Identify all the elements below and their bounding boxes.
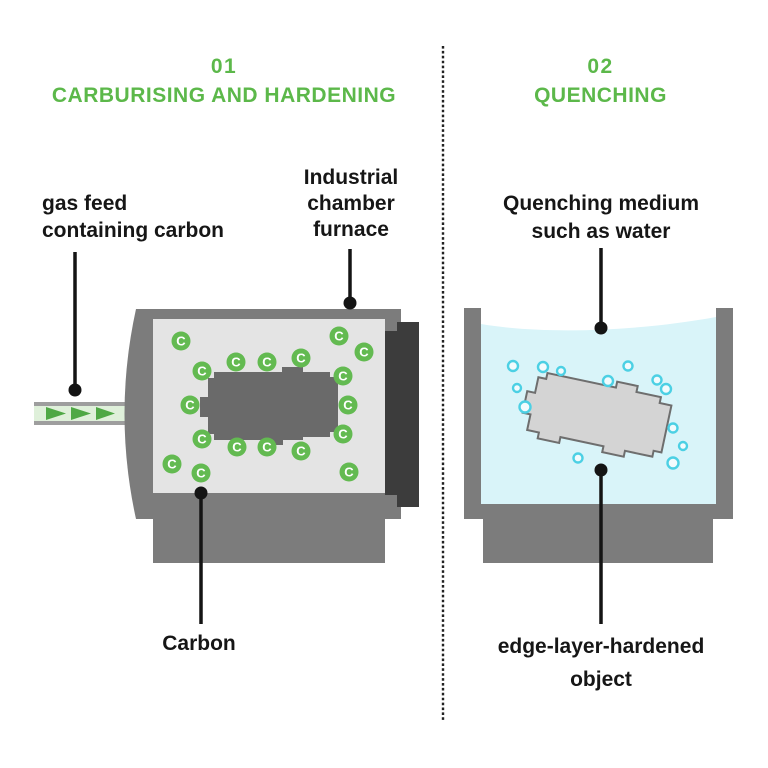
carbon-atom-icon xyxy=(191,463,211,483)
bubble-icon xyxy=(666,456,680,470)
flow-arrow-icon xyxy=(71,407,91,420)
bubble-icon xyxy=(572,452,584,464)
bubble-icon xyxy=(667,422,679,434)
carbon-atom-symbol: C xyxy=(334,329,344,344)
step-number-left: 01 xyxy=(210,55,238,78)
furnace-label: Industrial chamber furnace xyxy=(285,165,417,243)
carbon-atom-icon xyxy=(257,437,277,457)
carbon-atom-symbol: C xyxy=(196,466,206,481)
leader-dot-icon xyxy=(194,486,208,500)
carbon-atom-symbol: C xyxy=(343,398,353,413)
hardened-object-label-line1: edge-layer-hardened xyxy=(497,635,705,658)
carbon-atom-icon xyxy=(257,352,277,372)
carbon-atom-icon xyxy=(338,395,358,415)
leader-dot-icon xyxy=(594,321,608,335)
bubble-icon xyxy=(622,360,634,372)
carbon-atom-symbol: C xyxy=(296,351,306,366)
furnace-door-inner xyxy=(385,331,399,495)
carbon-atom-icon xyxy=(192,429,212,449)
leader-lines xyxy=(73,248,603,624)
bubble-icon xyxy=(555,365,567,377)
hardened-object-label: edge-layer-hardened object xyxy=(455,630,747,696)
carbon-atom-icon xyxy=(354,342,374,362)
quench-medium-label: Quenching medium such as water xyxy=(470,190,732,246)
carbon-atom-symbol: C xyxy=(262,355,272,370)
bubble-icon xyxy=(601,374,615,388)
carbon-atom-symbol: C xyxy=(359,345,369,360)
furnace-label-line3: furnace xyxy=(313,218,389,241)
leader-dot-icon xyxy=(343,296,357,310)
hardened-object-group xyxy=(521,371,673,458)
carbon-atom-icon xyxy=(333,366,353,386)
carbon-atom-icon xyxy=(180,395,200,415)
leader-dots xyxy=(68,296,608,500)
bubble-icon xyxy=(518,400,532,414)
bubble-icon xyxy=(659,382,673,396)
tub-base xyxy=(483,519,713,563)
bubble-icon xyxy=(536,360,550,374)
leader-dot-icon xyxy=(68,383,82,397)
gas-feed-label: gas feed containing carbon xyxy=(42,190,224,244)
flow-arrow-icon xyxy=(46,407,66,420)
carbon-atom-symbol: C xyxy=(167,457,177,472)
bubble-icon xyxy=(506,359,520,373)
step-title-carburising: CARBURISING AND HARDENING xyxy=(51,84,397,107)
carbon-atom-icon xyxy=(291,441,311,461)
carbon-atom-symbol: C xyxy=(197,432,207,447)
carbon-atom-symbol: C xyxy=(262,440,272,455)
bubble-icon xyxy=(651,374,663,386)
gas-feed-label-line2: containing carbon xyxy=(42,219,225,242)
carbon-atom-symbol: C xyxy=(296,444,306,459)
step-number-right: 02 xyxy=(587,55,614,78)
carbon-atom-symbol: C xyxy=(185,398,195,413)
quench-medium-label-line1: Quenching medium xyxy=(502,192,699,215)
furnace-label-line2: chamber xyxy=(307,192,395,215)
workpiece-in-furnace xyxy=(200,367,338,445)
bubble-icon xyxy=(677,440,689,452)
carbon-atom-symbol: C xyxy=(197,364,207,379)
carbon-atom-icon xyxy=(192,361,212,381)
furnace-base xyxy=(153,519,385,563)
quench-tub-illustration xyxy=(464,308,733,563)
leader-dot-icon xyxy=(594,463,608,477)
carbon-atom-icon xyxy=(162,454,182,474)
step-title-quenching: QUENCHING xyxy=(534,84,667,107)
quench-medium-label-line2: such as water xyxy=(531,220,671,243)
carbon-atom-symbol: C xyxy=(338,427,348,442)
bubbles xyxy=(506,359,689,470)
furnace-door xyxy=(397,322,419,507)
bubble-icon xyxy=(511,382,523,394)
furnace-illustration: C C C C C C C C C C C C C C C C C C xyxy=(34,309,419,563)
carbon-atom-icon xyxy=(227,437,247,457)
gas-feed-label-line1: gas feed xyxy=(42,192,128,215)
carbon-label: Carbon xyxy=(162,632,236,655)
carbon-atom-symbol: C xyxy=(232,440,242,455)
carbon-atom-symbol: C xyxy=(231,355,241,370)
hardened-object xyxy=(521,371,673,458)
furnace-label-line1: Industrial xyxy=(303,166,399,189)
carbon-atom-symbol: C xyxy=(338,369,348,384)
carbon-atoms: C C C C C C C C C C C C C C C C C C xyxy=(162,326,374,483)
carbon-atom-icon xyxy=(226,352,246,372)
hardened-object-label-line2: object xyxy=(570,668,632,691)
flow-arrow-icon xyxy=(96,407,115,420)
carbon-atom-icon xyxy=(291,348,311,368)
carbon-atom-icon xyxy=(171,331,191,351)
carbon-atom-icon xyxy=(329,326,349,346)
carbon-atom-symbol: C xyxy=(176,334,186,349)
carbon-atom-icon xyxy=(333,424,353,444)
carbon-atom-symbol: C xyxy=(344,465,354,480)
carbon-atom-icon xyxy=(339,462,359,482)
